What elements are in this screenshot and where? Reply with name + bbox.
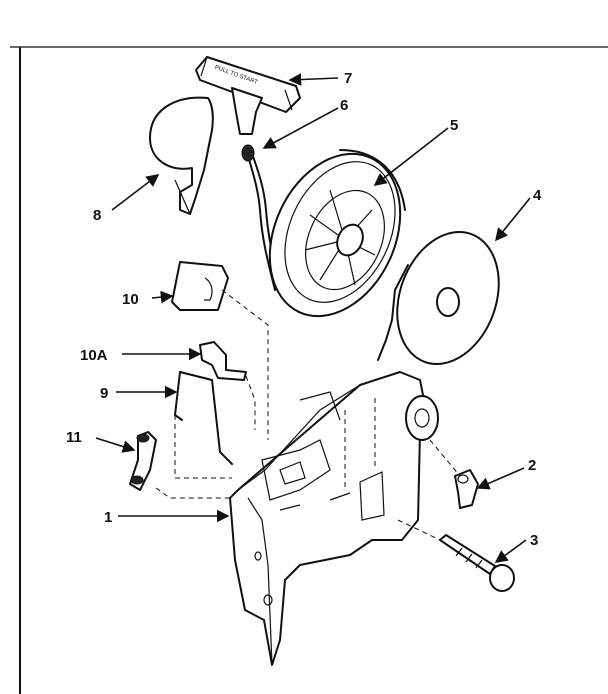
part-5-pulley — [268, 149, 406, 318]
alignment-lines — [155, 289, 461, 541]
part-4-disc — [377, 231, 500, 365]
part-10A-bracket — [199, 341, 247, 381]
callout-6: 6 — [340, 97, 348, 114]
part-3-bolt — [439, 534, 515, 592]
callout-9: 9 — [100, 385, 108, 402]
part-10-plate — [171, 261, 229, 311]
part-7-handle: PULL TO START — [195, 56, 301, 135]
callout-3: 3 — [530, 532, 538, 549]
callout-10: 10 — [122, 291, 139, 308]
callout-1: 1 — [104, 509, 112, 526]
callout-2: 2 — [528, 457, 536, 474]
callout-10A: 10A — [80, 347, 108, 364]
callout-4: 4 — [533, 187, 542, 204]
part-1-housing — [229, 371, 439, 666]
leader-lines — [95, 73, 531, 563]
part-2-latch — [454, 469, 479, 509]
callout-7: 7 — [344, 70, 352, 87]
callout-11: 11 — [66, 429, 82, 446]
part-11-clip — [129, 431, 157, 491]
part-9-wire-spring — [174, 371, 233, 465]
callout-5: 5 — [450, 117, 458, 134]
part-8-wire-clip — [149, 96, 214, 215]
callout-8: 8 — [93, 207, 101, 224]
